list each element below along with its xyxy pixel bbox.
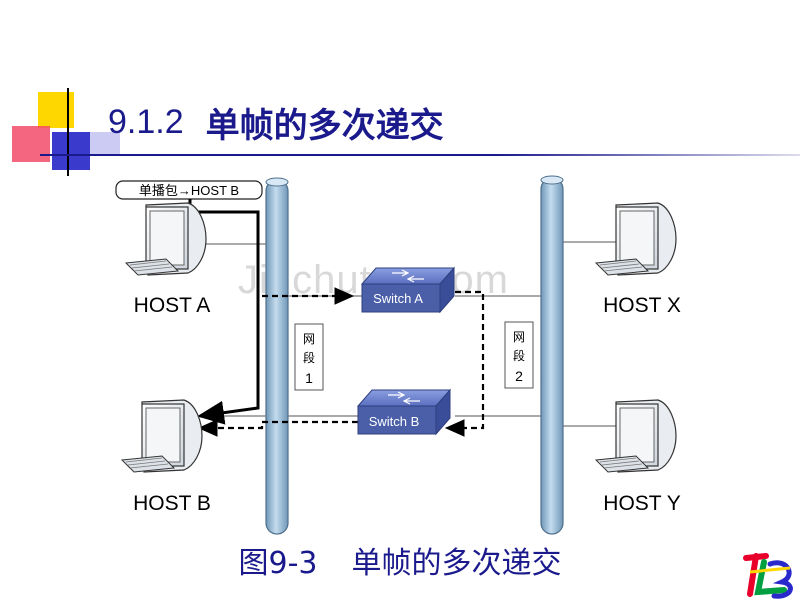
host-y-computer-icon xyxy=(594,399,677,473)
switch-a-label: Switch A xyxy=(373,291,423,306)
tl-logo-icon xyxy=(743,553,793,599)
host-b-computer-icon xyxy=(120,399,203,473)
red-square xyxy=(12,126,50,162)
section-number: 9.1.2 xyxy=(108,102,184,141)
host-b-label: HOST B xyxy=(133,492,211,515)
host-x-computer-icon xyxy=(594,202,677,276)
switch-b-icon: Switch B xyxy=(356,388,452,436)
flood-paths xyxy=(197,287,485,437)
segment-2-label: 网 段 2 xyxy=(504,321,534,389)
segment-1-label: 网 段 1 xyxy=(294,323,324,391)
section-heading: 9.1.2 单帧的多次递交 xyxy=(108,100,444,145)
segment-1-number: 1 xyxy=(305,370,313,386)
host-a-computer-icon xyxy=(124,202,207,276)
segment-2-number: 2 xyxy=(515,368,523,384)
title-divider xyxy=(40,154,800,156)
blue-square xyxy=(52,132,90,170)
host-a-label: HOST A xyxy=(134,294,211,317)
blue-fade xyxy=(90,132,120,154)
host-x-label: HOST X xyxy=(603,294,681,317)
connection-lines xyxy=(205,241,620,427)
bus-segment-1 xyxy=(265,177,289,535)
title-decoration xyxy=(12,88,120,176)
bus-segment-2 xyxy=(540,175,564,535)
section-title: 单帧的多次递交 xyxy=(205,106,444,145)
segment-1-char-1: 网 xyxy=(303,332,315,346)
figure-caption: 图9-3 单帧的多次递交 xyxy=(0,538,800,582)
caption-text: 单帧的多次递交 xyxy=(351,546,562,581)
host-y-label: HOST Y xyxy=(603,492,680,515)
segment-2-char-2: 段 xyxy=(513,348,525,363)
segment-2-char-1: 网 xyxy=(513,330,525,344)
caption-figure-number: 图9-3 xyxy=(238,546,318,581)
unicast-label: 单播包→HOST B xyxy=(139,183,239,198)
switch-a-icon: Switch A xyxy=(360,266,456,314)
switch-b-label: Switch B xyxy=(369,414,420,429)
unicast-label-box: 单播包→HOST B xyxy=(115,180,263,200)
segment-1-char-2: 段 xyxy=(303,350,315,365)
